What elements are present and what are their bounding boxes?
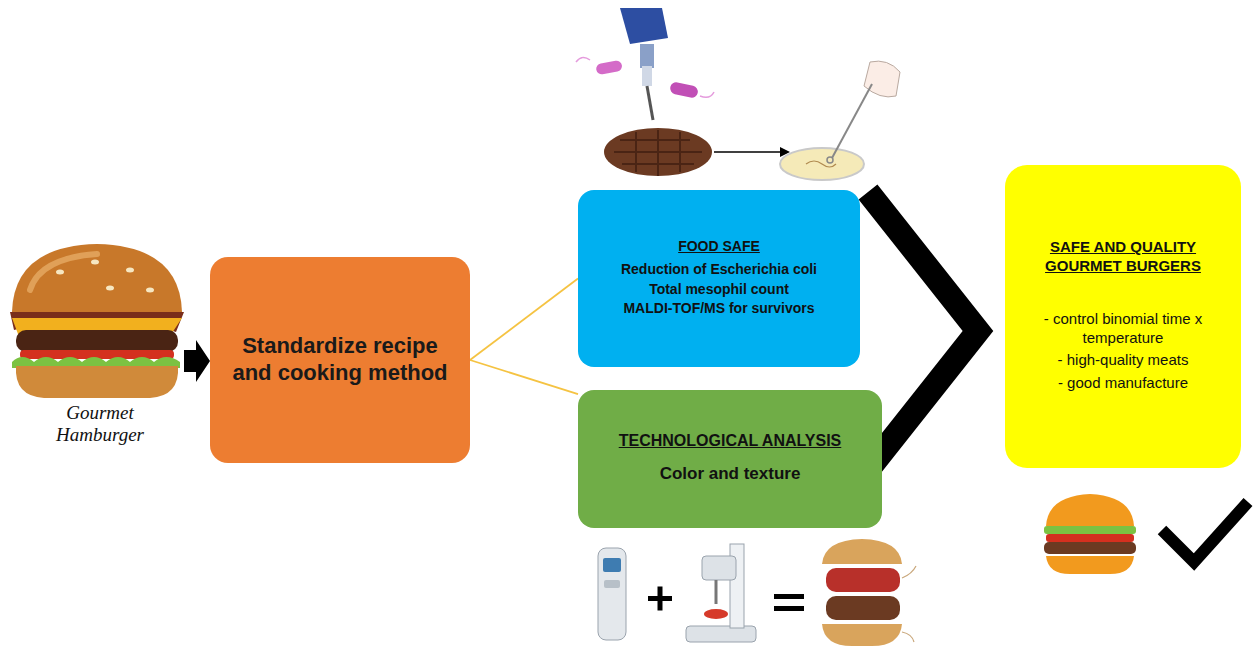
microbiology-illustration xyxy=(576,8,900,180)
node-heading: TECHNOLOGICAL ANALYSIS xyxy=(619,431,842,451)
node-heading: SAFE AND QUALITY GOURMET BURGERS xyxy=(1034,238,1212,276)
node-text: - good manufacture xyxy=(1058,374,1188,393)
analysis-box: TECHNOLOGICAL ANALYSIS Color and texture xyxy=(578,390,882,528)
node-text: - control binomial time x temperature xyxy=(1023,310,1223,348)
connector-line xyxy=(470,279,578,361)
node-text: - high-quality meats xyxy=(1058,351,1189,370)
node-text: Total mesophil count xyxy=(649,281,789,299)
approved-burger-icon xyxy=(1044,494,1248,574)
node-heading: FOOD SAFE xyxy=(678,238,760,256)
node-text: Reduction of Escherichia coli xyxy=(621,261,817,279)
illustration-caption: Gourmet Hamburger xyxy=(30,402,170,446)
instrument-illustration xyxy=(598,539,916,646)
connector-line xyxy=(470,360,578,394)
node-text: Standardize recipe and cooking method xyxy=(225,332,455,387)
node-text: Color and texture xyxy=(660,463,801,484)
process-box: Standardize recipe and cooking method xyxy=(210,257,470,463)
thick-arrow xyxy=(184,340,210,382)
burger-illustration xyxy=(10,244,184,398)
result-box: SAFE AND QUALITY GOURMET BURGERS - contro… xyxy=(1005,165,1241,468)
merge-chevron xyxy=(868,192,978,470)
node-text: MALDI-TOF/MS for survivors xyxy=(623,300,814,318)
analysis-box: FOOD SAFE Reduction of Escherichia coliTo… xyxy=(578,190,860,367)
